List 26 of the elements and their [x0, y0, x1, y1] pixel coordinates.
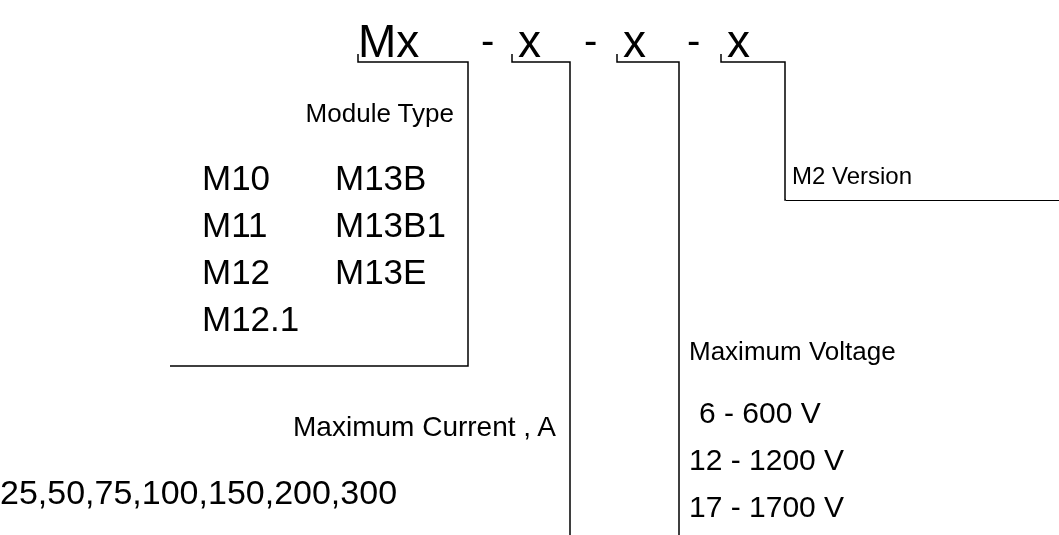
- separator-dash: -: [481, 20, 495, 60]
- separator-dash: -: [584, 20, 598, 60]
- heading: M2 Version: [792, 164, 914, 191]
- list-item: M13B1: [335, 207, 446, 242]
- value-list: 25,50,75,100,150,200,300: [0, 475, 398, 509]
- leader-line: [169, 53, 469, 367]
- list-item: 12 - 1200 V: [689, 445, 845, 475]
- list-item: 17 - 1700 V: [689, 492, 845, 522]
- list-item: 6 - 600 V: [699, 398, 821, 428]
- heading: Maximum Current , A: [293, 413, 556, 441]
- code-letter: x: [727, 18, 750, 64]
- leader-line: [511, 53, 571, 535]
- heading: Maximum Voltage: [689, 338, 896, 364]
- list-item: M13B: [335, 160, 427, 195]
- leader-line: [616, 53, 680, 535]
- list-item: M12.1: [202, 301, 300, 336]
- code-letter: x: [623, 18, 646, 64]
- code-letter: x: [518, 18, 541, 64]
- list-item: M12: [202, 254, 271, 289]
- list-item: M10: [202, 160, 271, 195]
- list-item: M13E: [335, 254, 427, 289]
- separator-dash: -: [687, 20, 701, 60]
- heading: Module Type: [305, 100, 454, 126]
- code-letter: Mx: [358, 18, 420, 64]
- list-item: M11: [202, 207, 268, 242]
- leader-line: [720, 53, 787, 201]
